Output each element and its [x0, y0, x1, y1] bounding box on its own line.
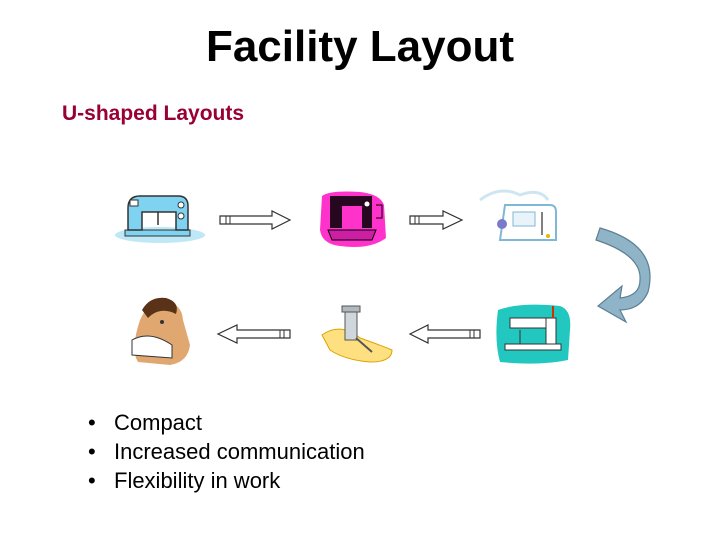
- slide-title: Facility Layout: [205, 22, 515, 71]
- sewing-machine-magenta-icon: [320, 191, 386, 247]
- sewing-machine-teal-icon: [496, 304, 571, 364]
- arrow-right-icon: [219, 210, 292, 230]
- sewing-machine-blue-icon: [115, 195, 205, 243]
- bullet-icon: •: [88, 468, 96, 493]
- list-item: • Compact: [88, 408, 365, 437]
- arrow-right-icon: [409, 210, 464, 230]
- list-item: • Flexibility in work: [88, 466, 365, 495]
- bullet-list: • Compact • Increased communication • Flexi…: [88, 408, 365, 495]
- bullet-text: Compact: [114, 410, 203, 435]
- bullet-text: Increased communication: [114, 439, 365, 464]
- bullet-icon: •: [88, 439, 96, 464]
- seamstress-icon: [131, 297, 190, 365]
- curved-arrow-icon: [595, 227, 651, 324]
- arrow-left-icon: [216, 324, 291, 344]
- sewing-foot-yellow-icon: [321, 305, 393, 363]
- arrow-left-icon: [408, 324, 481, 344]
- slide-subtitle: U-shaped Layouts: [62, 102, 245, 125]
- list-item: • Increased communication: [88, 437, 365, 466]
- bullet-text: Flexibility in work: [114, 468, 281, 493]
- sewing-machine-white-icon: [479, 189, 557, 241]
- u-shaped-layout-diagram: [115, 189, 651, 365]
- bullet-icon: •: [88, 410, 96, 435]
